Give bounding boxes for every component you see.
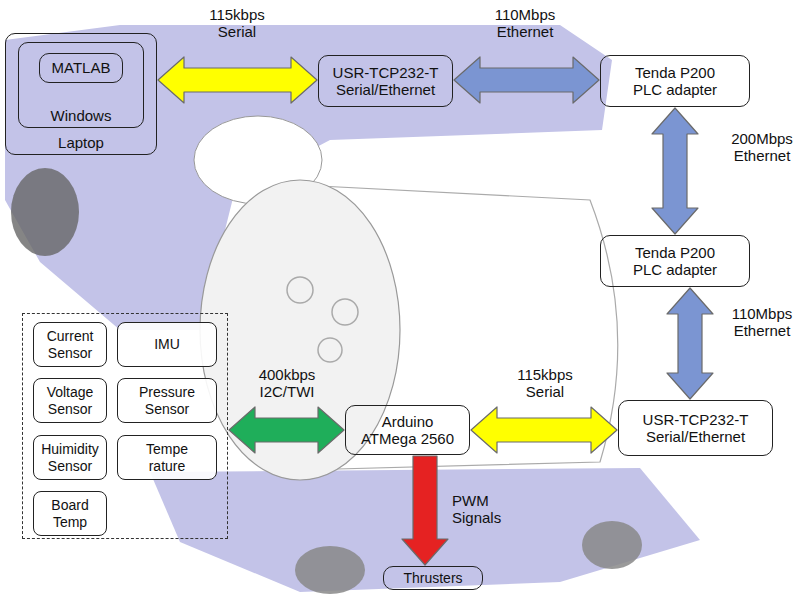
node-text: Thrusters [403,570,462,586]
node-text: Tempe rature [140,441,195,473]
plc-adapter-box: Tenda P200 PLC adapter [600,55,750,107]
link-label: 110Mbps Ethernet [488,6,563,41]
sensor-box: Current Sensor [33,322,107,367]
node-text: Arduino ATMega 2560 [358,413,458,448]
node-text: USR-TCP232-T Serial/Ethernet [633,411,758,446]
node-text: USR-TCP232-T Serial/Ethernet [324,64,447,99]
node-text: Board Temp [37,497,103,529]
node-text: Windows [51,107,112,124]
node-text: Current Sensor [37,328,103,360]
node-text: Laptop [58,134,104,151]
sensor-box: Voltage Sensor [33,378,107,423]
sensor-box: Huimidity Sensor [33,435,107,480]
sensor-box: Tempe rature [117,435,217,480]
sensor-box: Board Temp [33,491,107,536]
converter-box: USR-TCP232-T Serial/Ethernet [318,55,453,107]
bottom-thruster [582,521,642,569]
bottom-thruster [295,546,365,594]
sensor-box: Pressure Sensor [117,378,217,423]
node-text: IMU [154,336,180,352]
sensor-box: IMU [117,322,217,367]
connector-port [287,277,313,303]
os-box: Windows MATLAB [18,42,144,128]
link-arrow [667,288,713,399]
node-text: MATLAB [52,59,111,76]
software-box: MATLAB [39,53,123,83]
link-arrow [229,407,344,453]
node-text: Voltage Sensor [37,384,103,416]
link-label: 110Mbps Ethernet [726,305,798,340]
connector-port [332,299,358,325]
converter-box: USR-TCP232-T Serial/Ethernet [618,400,773,456]
node-text: Huimidity Sensor [37,441,103,473]
side-thruster [11,168,79,256]
link-arrow [652,108,698,234]
link-arrow [454,57,599,103]
microcontroller-box: Arduino ATMega 2560 [345,405,470,455]
connector-port [318,338,342,362]
link-arrow [471,407,617,453]
link-label: 115kbps Serial [510,366,580,401]
actuator-box: Thrusters [383,566,483,590]
link-arrow [402,456,448,565]
sensor-group: Current Sensor IMU Voltage Sensor Pressure … [22,313,228,539]
link-label: 115kbps Serial [202,6,272,41]
node-text: Pressure Sensor [127,384,207,416]
link-arrow [158,57,317,103]
node-text: Tenda P200 PLC adapter [625,244,725,279]
link-label: PWM Signals [452,492,510,527]
plc-adapter-box: Tenda P200 PLC adapter [600,235,750,287]
computer-box: Laptop Windows MATLAB [5,33,157,155]
node-text: Tenda P200 PLC adapter [625,64,725,99]
link-label: 400kbps I2C/TWI [251,366,323,401]
link-label: 200Mbps Ethernet [726,130,798,165]
